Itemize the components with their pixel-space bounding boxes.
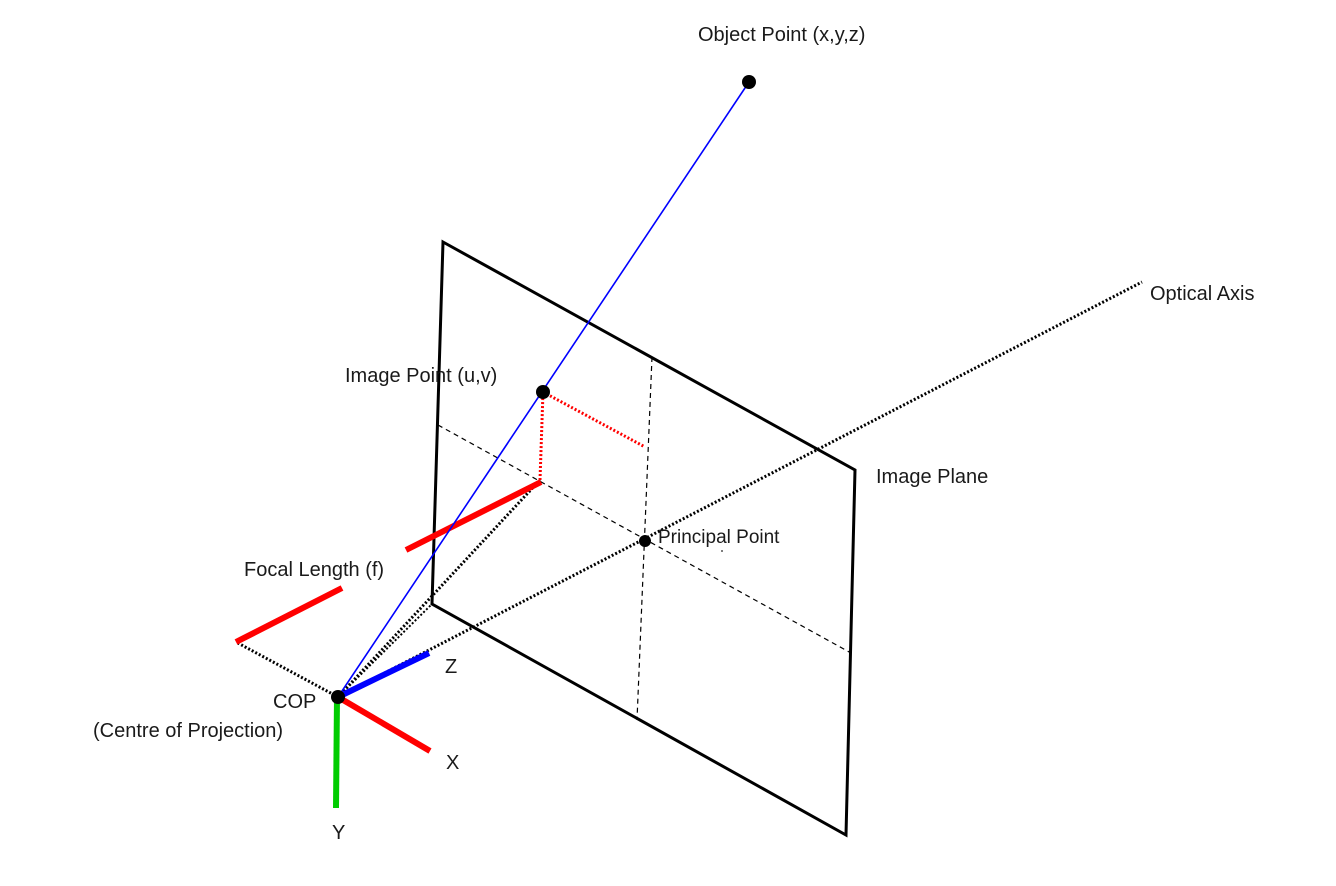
cop-to-focal-bar-line xyxy=(235,640,339,699)
image-plane-frame xyxy=(430,239,857,838)
image-plane-label: Image Plane xyxy=(876,466,988,488)
cop-marker xyxy=(331,690,345,704)
optical-axis-label: Optical Axis xyxy=(1150,283,1254,305)
object-point-marker xyxy=(742,75,756,89)
z-axis-line xyxy=(336,650,431,700)
x-axis-label: X xyxy=(446,752,459,774)
y-axis-label: Y xyxy=(332,822,345,844)
image-point-label: Image Point (u,v) xyxy=(345,365,497,387)
y-axis-line xyxy=(333,696,340,809)
principal-point-marker xyxy=(639,535,651,547)
cop-to-focal-offset-line xyxy=(336,478,542,699)
focal-length-bar-near xyxy=(234,585,344,645)
cop-to-plane-corner-line xyxy=(337,603,433,698)
z-axis-label: Z xyxy=(445,656,457,678)
focal-length-bar-far xyxy=(404,479,543,553)
x-axis-line xyxy=(336,694,432,754)
image-point-marker xyxy=(536,385,550,399)
cop-full-label: (Centre of Projection) xyxy=(93,720,283,742)
focal-length-label: Focal Length (f) xyxy=(244,559,384,581)
optical-axis-line xyxy=(337,280,1143,699)
cop-label: COP xyxy=(273,691,316,713)
principal-point-label: Principal Point xyxy=(658,527,780,548)
image-point-offset-lines xyxy=(538,389,646,481)
object-point-label: Object Point (x,y,z) xyxy=(698,24,865,46)
stray-dot xyxy=(721,550,723,552)
